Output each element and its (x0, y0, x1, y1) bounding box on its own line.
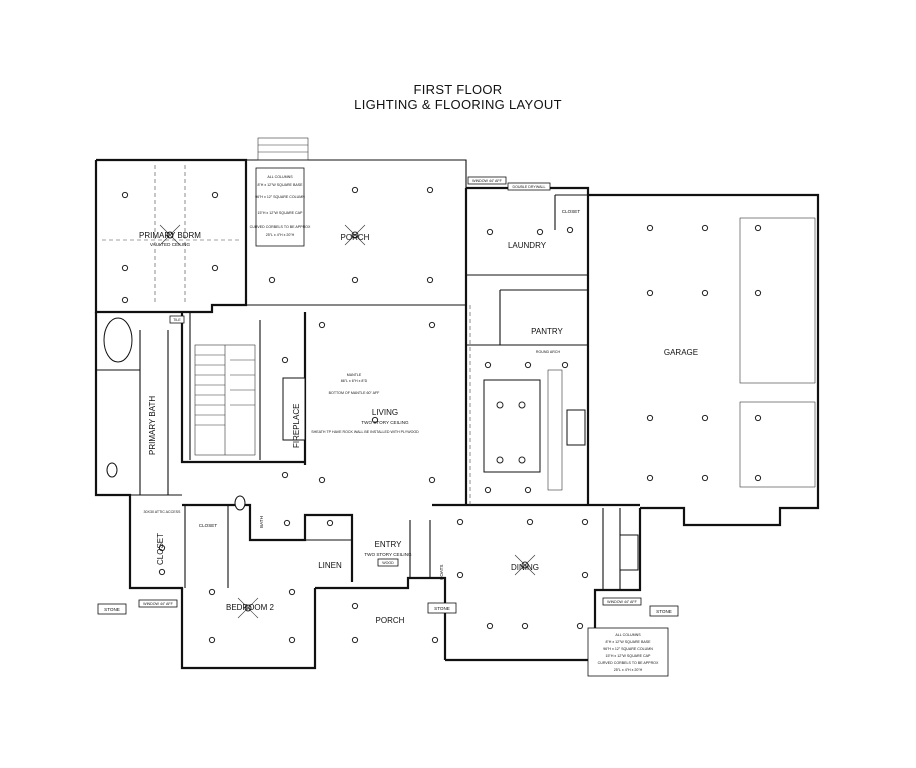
room-label-linen: LINEN (318, 561, 342, 570)
room-label-primary-bath: PRIMARY BATH (148, 396, 157, 455)
exterior-walls (94, 158, 820, 670)
kitchen-range (566, 409, 586, 446)
svg-text:WINDOW 44" AFF: WINDOW 44" AFF (607, 600, 637, 604)
room-sub-primary-bedroom: VAULTED CEILING (150, 242, 191, 247)
tile-tag: TILE (169, 315, 185, 324)
svg-text:WINDOW 44" AFF: WINDOW 44" AFF (143, 602, 173, 606)
window-aff-tag: WINDOW 44" AFF (602, 597, 642, 606)
room-label-primary-bedroom: PRIMARY BDRM (139, 231, 201, 240)
columns-note-rear: ALL COLUMNS 8"H x 12"W SQUARE BASE 96"H … (250, 167, 311, 247)
rear-steps (257, 137, 309, 161)
fireplace-hearth (282, 377, 306, 441)
room-sub-living: TWO STORY CEILING (361, 420, 409, 425)
kitchen-island (483, 369, 563, 491)
window-aff-tag: WINDOW 44" AFF (467, 176, 507, 185)
svg-text:86"L x 6"H x 8"D: 86"L x 6"H x 8"D (341, 379, 368, 383)
svg-text:DOUBLE DRYWALL: DOUBLE DRYWALL (513, 185, 546, 189)
round-arch-tag: ROUND ARCH (536, 350, 561, 354)
svg-text:ALL COLUMNS: ALL COLUMNS (267, 175, 293, 179)
stone-tag: STONE (649, 605, 679, 617)
window-aff-tag: WINDOW 44" AFF (138, 599, 178, 608)
toilet-bath (234, 495, 246, 511)
room-label-closet-laundry: CLOSET (562, 209, 581, 214)
plan-subtitle: LIGHTING & FLOORING LAYOUT (354, 97, 562, 112)
bathtub (103, 317, 133, 363)
ceiling-fan-icon (159, 224, 536, 619)
mantle-note: MANTLE 86"L x 6"H x 8"D BOTTOM OF MANTLE… (329, 373, 381, 395)
attic-access-label: 30X30 ATTIC ACCESS (144, 510, 181, 514)
room-label-coats: COATS (439, 565, 444, 580)
wood-tag: WOOD (377, 558, 399, 567)
svg-text:TILE: TILE (173, 318, 181, 322)
room-label-dining: DINING (511, 563, 539, 572)
room-label-bedroom2: BEDROOM 2 (226, 603, 275, 612)
room-label-laundry: LAUNDRY (508, 241, 547, 250)
ceiling-lights (121, 186, 762, 644)
svg-text:96"H x 12" SQUARE COLUMN: 96"H x 12" SQUARE COLUMN (603, 647, 653, 651)
svg-text:ALL COLUMNS: ALL COLUMNS (615, 633, 641, 637)
room-label-porch-front: PORCH (376, 616, 405, 625)
svg-text:WOOD: WOOD (382, 561, 394, 565)
room-label-closet-primary: CLOSET (156, 533, 165, 565)
garage-doors (739, 217, 816, 488)
svg-text:STONE: STONE (104, 607, 120, 612)
room-label-garage: GARAGE (664, 348, 698, 357)
svg-text:15"H x 12"W SQUARE CAP: 15"H x 12"W SQUARE CAP (258, 211, 303, 215)
svg-text:8"H x 12"W SQUARE BASE: 8"H x 12"W SQUARE BASE (605, 640, 651, 644)
svg-text:25"L x 4"H x 20"H: 25"L x 4"H x 20"H (266, 233, 295, 237)
stone-tag: STONE (97, 603, 127, 615)
svg-text:96"H x 12" SQUARE COLUMN: 96"H x 12" SQUARE COLUMN (255, 195, 305, 199)
svg-text:MANTLE: MANTLE (347, 373, 362, 377)
room-label-bath: BATH (259, 516, 264, 528)
svg-text:ROUND ARCH: ROUND ARCH (536, 350, 561, 354)
room-sub-entry: TWO STORY CEILING (364, 552, 412, 557)
dining-fireplace (619, 534, 639, 571)
staircase (194, 344, 256, 456)
svg-text:15"H x 12"W SQUARE CAP: 15"H x 12"W SQUARE CAP (606, 654, 651, 658)
double-drywall-tag: DOUBLE DRYWALL (507, 182, 551, 191)
room-label-entry: ENTRY (375, 540, 403, 549)
stone-tag: STONE (427, 602, 457, 614)
svg-text:WINDOW 44" AFF: WINDOW 44" AFF (472, 179, 502, 183)
interior-walls (96, 194, 621, 590)
room-label-porch-rear: PORCH (341, 233, 370, 242)
room-label-closet-small: CLOSET (199, 523, 218, 528)
svg-text:25"L x 4"H x 20"H: 25"L x 4"H x 20"H (614, 668, 643, 672)
svg-text:STONE: STONE (656, 609, 672, 614)
columns-note-front: ALL COLUMNS 8"H x 12"W SQUARE BASE 96"H … (587, 627, 669, 677)
toilet (106, 462, 118, 478)
vaulted-ceiling-lines (102, 165, 240, 305)
svg-text:STONE: STONE (434, 606, 450, 611)
room-label-fireplace: FIREPLACE (292, 404, 301, 448)
svg-text:CURVED CORBELS TO BE APPROX: CURVED CORBELS TO BE APPROX (250, 225, 311, 229)
svg-text:CURVED CORBELS TO BE APPROX: CURVED CORBELS TO BE APPROX (598, 661, 659, 665)
svg-text:8"H x 12"W SQUARE BASE: 8"H x 12"W SQUARE BASE (257, 183, 303, 187)
room-label-pantry: PANTRY (531, 327, 563, 336)
svg-text:BOTTOM OF MANTLE 60" AFF: BOTTOM OF MANTLE 60" AFF (329, 391, 381, 395)
room-label-living: LIVING (372, 408, 398, 417)
svg-text:SHEATH TP HAVE ROCK WALL BE IN: SHEATH TP HAVE ROCK WALL BE INSTALLED WI… (311, 430, 419, 434)
sheath-note: SHEATH TP HAVE ROCK WALL BE INSTALLED WI… (311, 430, 419, 434)
plan-title: FIRST FLOOR (413, 82, 503, 97)
